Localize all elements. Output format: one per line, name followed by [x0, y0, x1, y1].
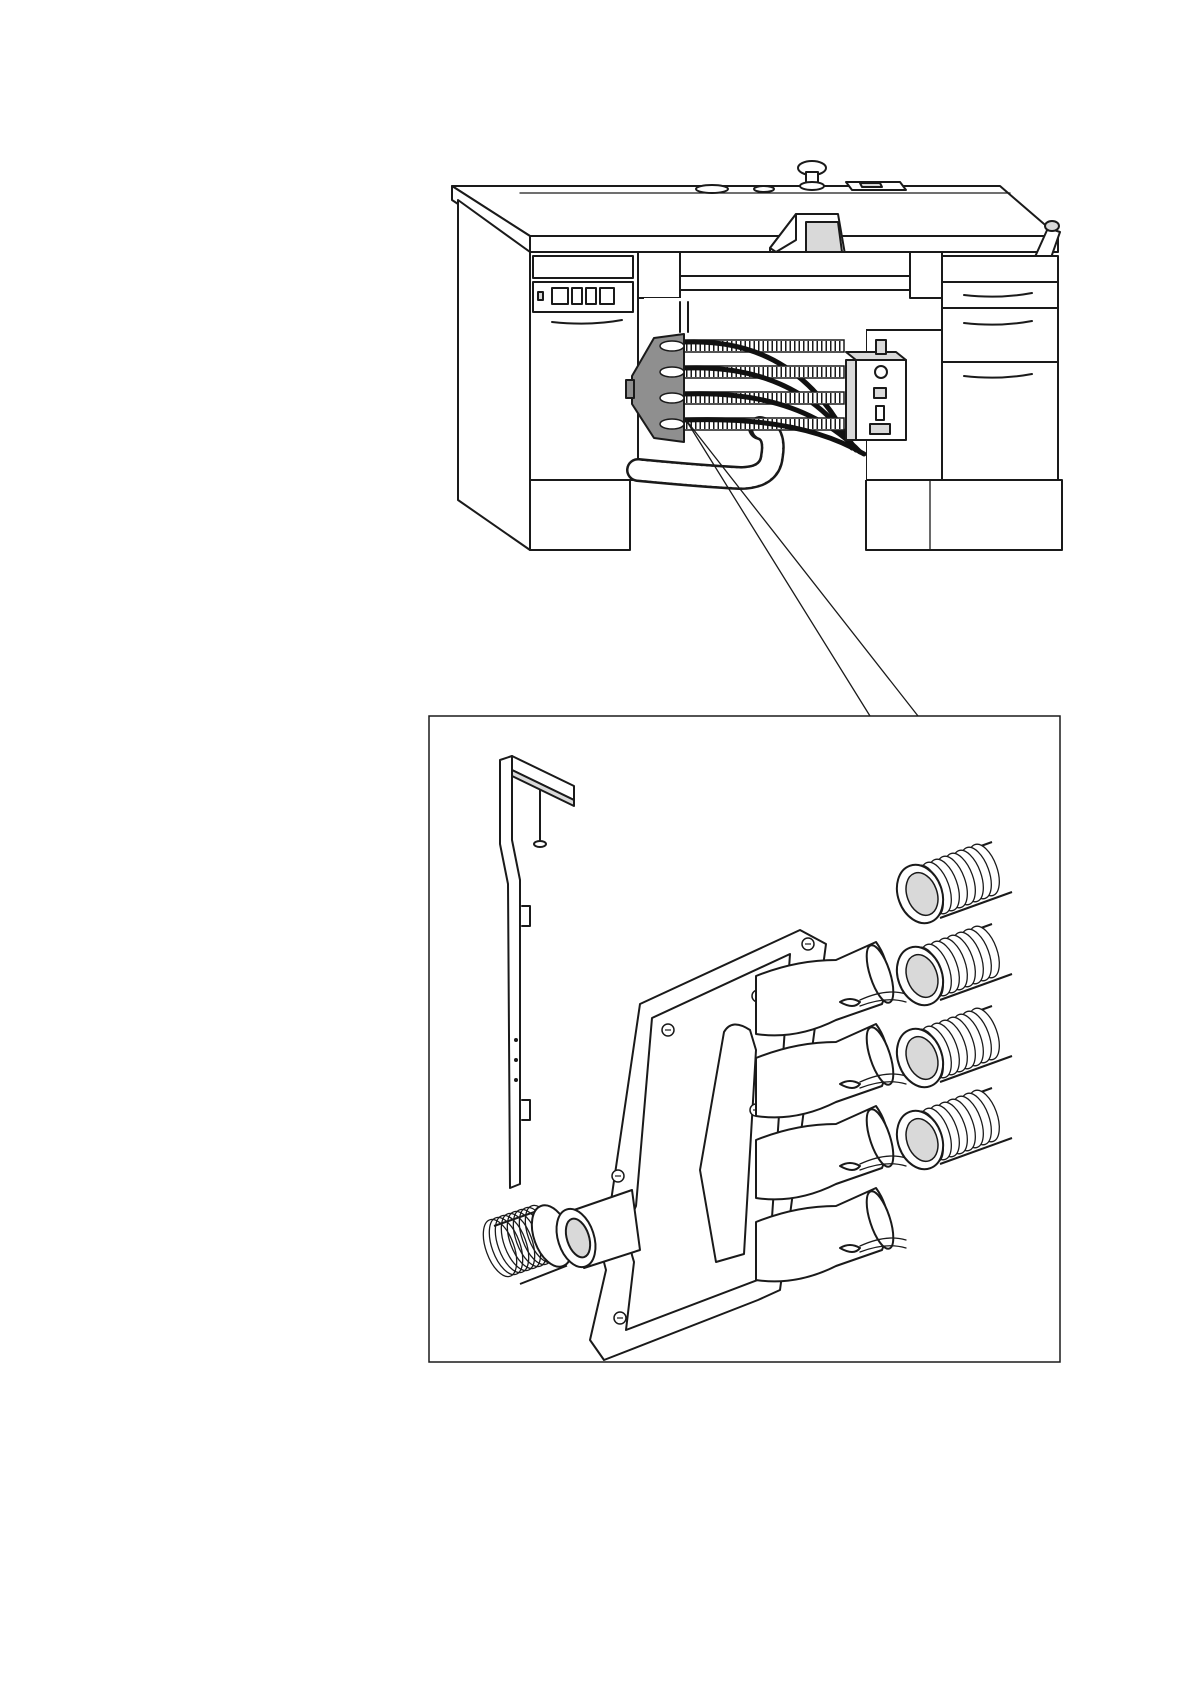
table-top — [452, 161, 1058, 252]
workbench — [452, 161, 1062, 716]
bench-outlet — [660, 341, 684, 351]
bench-outlet — [660, 419, 684, 429]
bench-outlet — [660, 393, 684, 403]
bench-outlet — [660, 367, 684, 377]
gas-knob — [798, 161, 826, 190]
knee-rail — [638, 252, 942, 298]
drawer-cabinet-left — [458, 200, 638, 550]
detail-inset — [429, 716, 1060, 1362]
suction-control-unit — [846, 340, 906, 440]
